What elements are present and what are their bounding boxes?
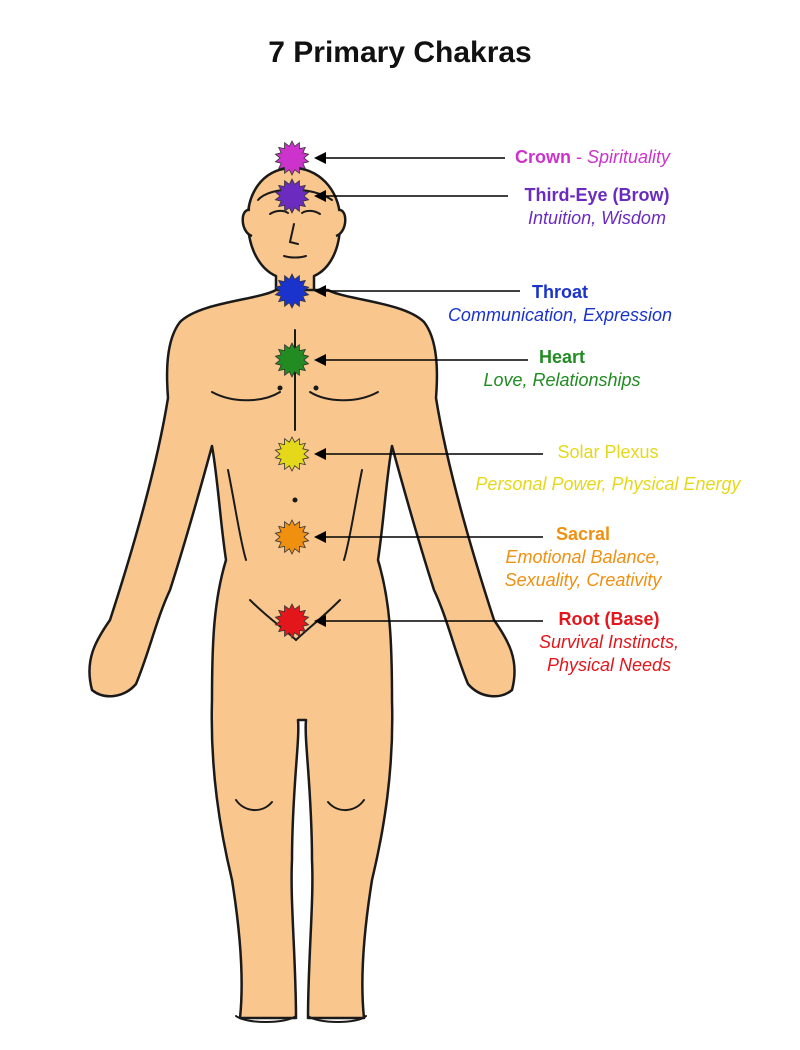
chakra-label-third-eye-brow: Third-Eye (Brow) Intuition, Wisdom: [397, 184, 797, 230]
right-chest: [309, 391, 379, 402]
chakra-description-line: Communication, Expression: [447, 305, 673, 325]
chakra-name: Solar Plexus: [557, 442, 659, 462]
right-nipple: [313, 385, 319, 391]
chakra-description-line: Physical Needs: [546, 655, 672, 675]
chakra-name: Heart: [538, 347, 586, 367]
right-knee: [327, 799, 365, 811]
chakra-marker-heart: [274, 342, 310, 378]
right-eyebrow: [301, 209, 321, 215]
left-eyebrow: [269, 209, 289, 215]
left-nipple: [277, 385, 283, 391]
arrowhead-crown: [314, 152, 326, 164]
chakra-marker-crown: [274, 140, 310, 176]
right-abs-line: [343, 469, 363, 561]
groin: [249, 599, 341, 642]
arrowhead-solar-plexus: [314, 448, 326, 460]
left-knee: [235, 799, 273, 811]
nose: [288, 223, 299, 245]
chakra-description-line: Personal Power, Physical Energy: [475, 474, 741, 494]
left-chest: [211, 391, 281, 402]
chakra-name: Sacral: [555, 524, 611, 544]
chakra-marker-root-base: [274, 603, 310, 639]
arrowhead-root-base: [314, 615, 326, 627]
chakra-markers: [274, 140, 310, 639]
chakra-name: Root (Base): [558, 609, 660, 629]
left-ear: [241, 208, 253, 238]
chakra-description: Spirituality: [587, 147, 671, 167]
chakra-description-line: Emotional Balance,: [505, 547, 661, 567]
arrowhead-third-eye-brow: [314, 190, 326, 202]
left-foot: [235, 1015, 297, 1023]
chakra-arrows: [314, 152, 543, 627]
chakra-description-line: Survival Instincts,: [538, 632, 680, 652]
right-foot: [307, 1015, 367, 1023]
left-abs-line: [227, 469, 247, 561]
chakra-description-line: Love, Relationships: [483, 370, 641, 390]
chakra-name: Throat: [532, 282, 588, 302]
chakra-label-crown: Crown - Spirituality: [515, 146, 670, 169]
torso: [88, 288, 516, 1020]
chakra-marker-third-eye-brow: [274, 178, 310, 214]
chakra-marker-solar-plexus: [274, 436, 310, 472]
page-title: 7 Primary Chakras: [268, 36, 532, 69]
chakra-separator: -: [571, 147, 587, 167]
right-ear: [335, 208, 347, 238]
arrowhead-heart: [314, 354, 326, 366]
arrowhead-throat: [314, 285, 326, 297]
navel: [292, 497, 298, 503]
chakra-name: Crown: [515, 147, 571, 167]
chakra-marker-sacral: [274, 519, 310, 555]
chakra-description-line: Intuition, Wisdom: [528, 208, 666, 228]
arrowhead-sacral: [314, 531, 326, 543]
chakra-marker-throat: [274, 273, 310, 309]
chakra-name: Third-Eye (Brow): [524, 185, 670, 205]
body-silhouette: [88, 166, 516, 1020]
chakra-description-line: Sexuality, Creativity: [504, 570, 662, 590]
mouth: [283, 255, 307, 259]
chakra-label-root-base: Root (Base) Survival Instincts, Physical N…: [409, 608, 800, 677]
